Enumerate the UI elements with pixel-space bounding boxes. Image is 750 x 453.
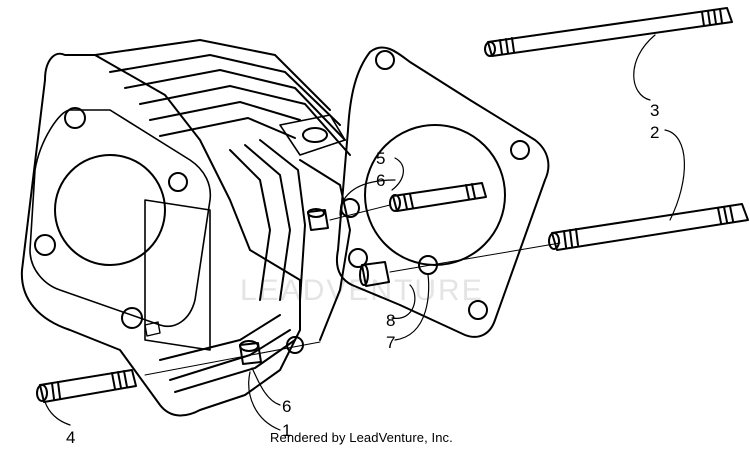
- callout-6-lower: 6: [282, 397, 291, 416]
- callout-4: 4: [66, 428, 75, 447]
- stud-long-top: [484, 7, 733, 57]
- callout-7: 7: [386, 333, 395, 352]
- dowel-pin: [359, 261, 390, 287]
- watermark-text: LEADVENTURE: [240, 274, 484, 307]
- callout-5: 5: [376, 149, 385, 168]
- callout-3: 3: [650, 101, 659, 120]
- stud-short: [389, 182, 487, 212]
- dowel-sleeve-upper: [307, 208, 329, 231]
- callout-1: 1: [282, 421, 291, 440]
- leader-lines: [44, 34, 686, 431]
- callout-8: 8: [386, 311, 395, 330]
- stud-long-middle: [548, 203, 749, 251]
- cylinder-block: [20, 39, 360, 417]
- footer-credit: Rendered by LeadVenture, Inc.: [270, 430, 453, 445]
- stud-lower-left: [36, 369, 137, 403]
- callout-6-upper: 6: [376, 171, 385, 190]
- cylinder-gasket: [335, 46, 550, 338]
- callout-2: 2: [650, 123, 659, 142]
- dowel-sleeve-lower: [239, 340, 262, 365]
